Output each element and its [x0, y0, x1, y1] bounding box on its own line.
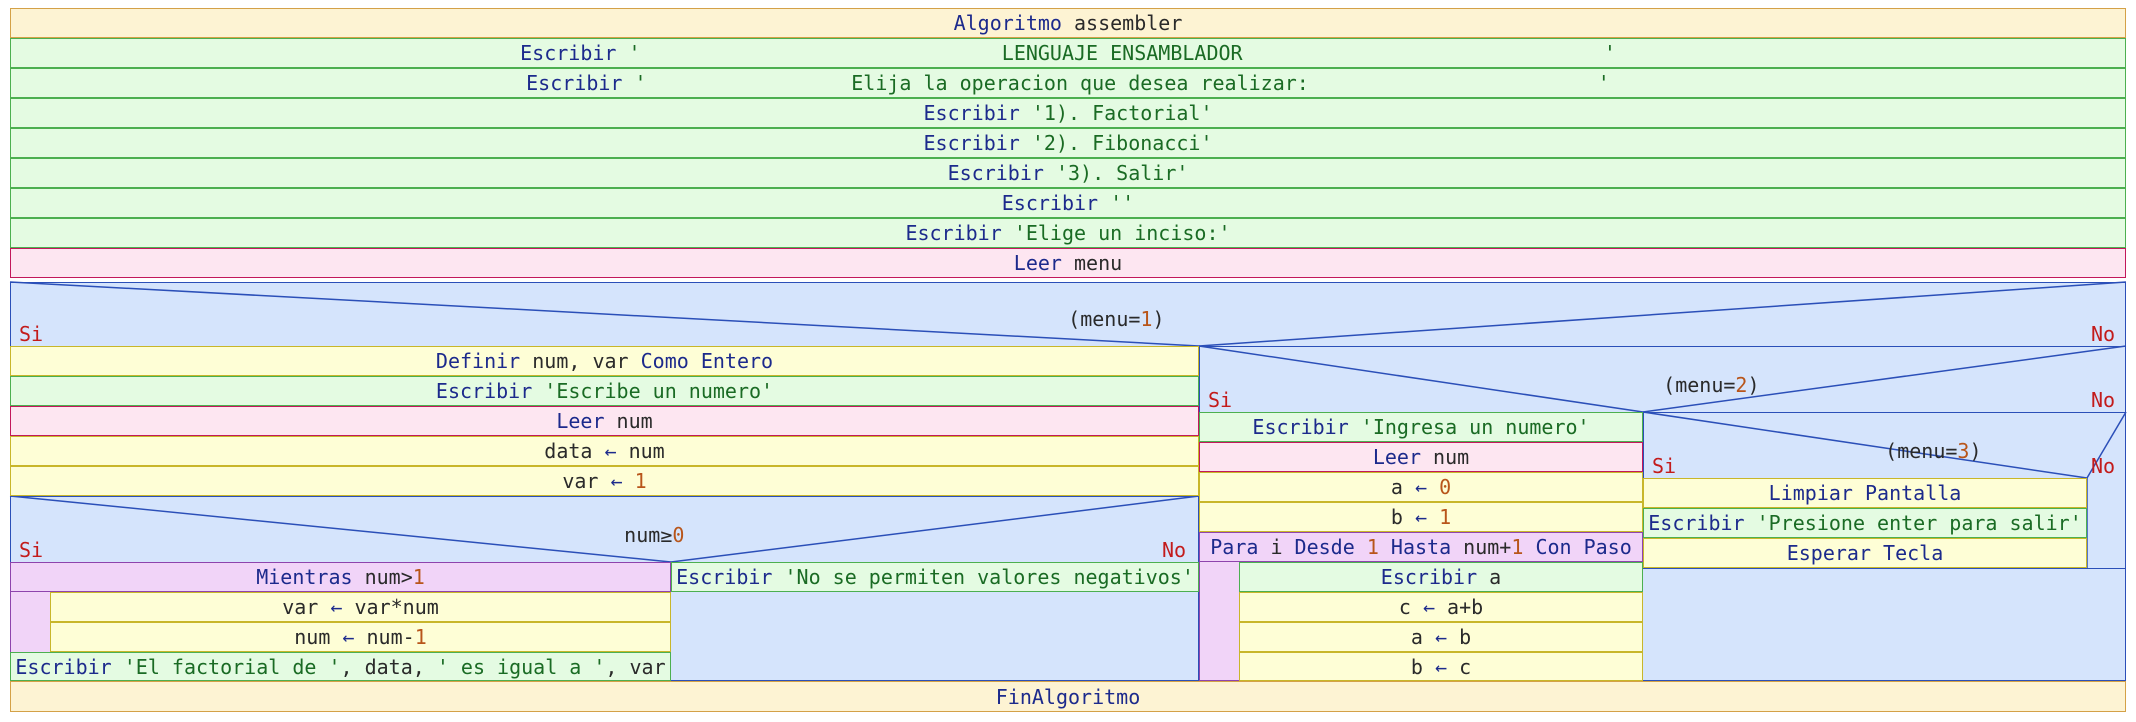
write-factorial-result: Escribir 'El factorial de ', data, ' es … [10, 652, 671, 681]
assign-var: var ← 1 [10, 466, 1199, 496]
cond1-no-label: No [2091, 322, 2116, 346]
algoritmo-header: Algoritmo assembler [10, 8, 2126, 38]
algoritmo-name: assembler [1074, 11, 1183, 35]
cond3-text: (menu=3) [1885, 439, 1982, 463]
write-prompt: Escribir ' Elija la operacion que desea … [10, 68, 2126, 98]
loop-num-dec: num ← num-1 [50, 622, 671, 652]
cond1-text: (menu=1) [1068, 307, 1165, 331]
write-elige: Escribir 'Elige un inciso:' [10, 218, 2126, 248]
read-num-fibonacci: Leer num [1199, 442, 1643, 472]
write-title: Escribir ' LENGUAJE ENSAMBLADOR ' [10, 38, 2126, 68]
write-empty: Escribir '' [10, 188, 2126, 218]
assign-a-b: a ← b [1239, 622, 1643, 652]
read-num-factorial: Leer num [10, 406, 1199, 436]
cond1-yes-label: Si [19, 322, 44, 346]
write-negative: Escribir 'No se permiten valores negativ… [671, 562, 1199, 592]
write-option-2: Escribir '2). Fibonacci' [10, 128, 2126, 158]
cond-num-text: num≥0 [624, 523, 685, 547]
definir-vars: Definir num, var Como Entero [10, 346, 1199, 376]
mientras-header: Mientras num>1 [10, 562, 671, 592]
assign-b-one: b ← 1 [1199, 502, 1643, 532]
write-ingresa-numero: Escribir 'Ingresa un numero' [1199, 412, 1643, 442]
algoritmo-keyword: Algoritmo [953, 11, 1062, 35]
read-menu: Leer menu [10, 248, 2126, 278]
limpiar-pantalla: Limpiar Pantalla [1643, 478, 2087, 508]
cond2-text: (menu=2) [1663, 373, 1760, 397]
write-escribe-numero: Escribir 'Escribe un numero' [10, 376, 1199, 406]
write-option-3: Escribir '3). Salir' [10, 158, 2126, 188]
cond-num-no-label: No [1162, 538, 1187, 562]
cond3-no-label: No [2091, 454, 2116, 478]
write-a: Escribir a [1239, 562, 1643, 592]
assign-c: c ← a+b [1239, 592, 1643, 622]
assign-data: data ← num [10, 436, 1199, 466]
cond2-yes-label: Si [1208, 388, 1233, 412]
assign-a-zero: a ← 0 [1199, 472, 1643, 502]
write-presione-enter: Escribir 'Presione enter para salir' [1643, 508, 2087, 538]
write-option-1: Escribir '1). Factorial' [10, 98, 2126, 128]
cond3-yes-label: Si [1652, 454, 1677, 478]
esperar-tecla: Esperar Tecla [1643, 538, 2087, 568]
para-header: Para i Desde 1 Hasta num+1 Con Paso [1199, 532, 1643, 562]
assign-b-c: b ← c [1239, 652, 1643, 681]
cond2-no-label: No [2091, 388, 2116, 412]
loop-var-mult: var ← var*num [50, 592, 671, 622]
cond-num-yes-label: Si [19, 538, 44, 562]
finalgoritmo-footer: FinAlgoritmo [10, 681, 2126, 712]
